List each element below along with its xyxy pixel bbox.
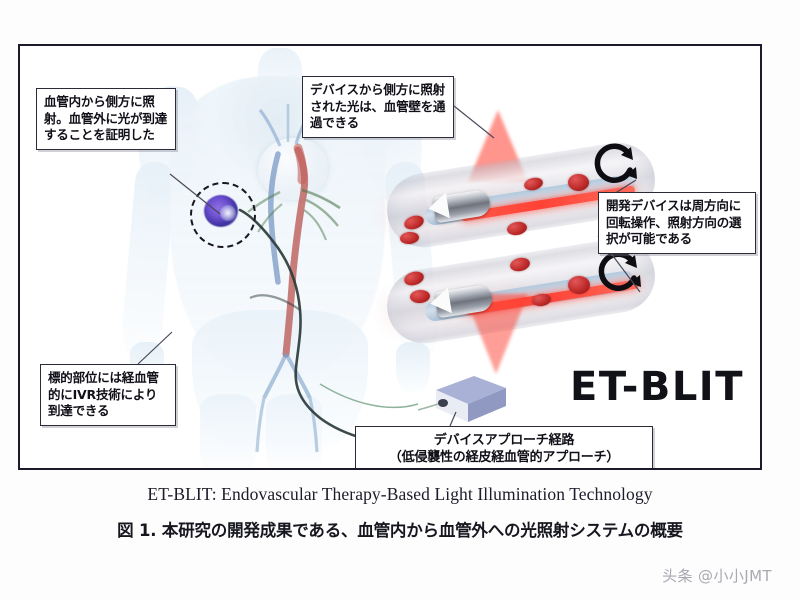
callout-bottom-center: デバイスアプローチ経路（低侵襲性の経皮経血管的アプローチ） <box>355 426 653 468</box>
red-blood-cell <box>568 276 590 294</box>
caption-japanese: 図 1. 本研究の開発成果である、血管内から血管外への光照射システムの概要 <box>117 521 683 540</box>
callout-right: 開発デバイスは周方向に回転操作、照射方向の選択が可能である <box>598 192 756 254</box>
rotation-arrow-icon <box>594 143 637 183</box>
red-blood-cell <box>568 174 589 191</box>
target-marker-icon <box>190 182 256 248</box>
device-cone-tip <box>426 192 450 222</box>
etblit-logo: ET-BLIT <box>570 364 744 410</box>
caption-english: ET-BLIT: Endovascular Therapy-Based Ligh… <box>147 484 653 504</box>
leg-left <box>200 394 256 468</box>
vessel-cutaway-lower <box>370 223 672 382</box>
watermark: 头条 @小小JMT <box>662 567 772 585</box>
rotation-arrow-icon <box>598 251 641 291</box>
callout-top-center: デバイスから側方に照射された光は、血管壁を通過できる <box>302 76 454 138</box>
callout-left-top: 血管内から側方に照射。血管外に光が到達することを証明した <box>36 88 176 150</box>
vasculature-diagram <box>238 104 428 453</box>
device-cone-tip <box>428 287 452 317</box>
figure-frame: 血管内から側方に照射。血管外に光が到達することを証明した デバイスから側方に照射… <box>18 44 762 470</box>
callout-left-bottom: 標的部位には経血管的にIVR技術により到達できる <box>40 364 176 426</box>
laser-generator-icon <box>418 376 506 422</box>
